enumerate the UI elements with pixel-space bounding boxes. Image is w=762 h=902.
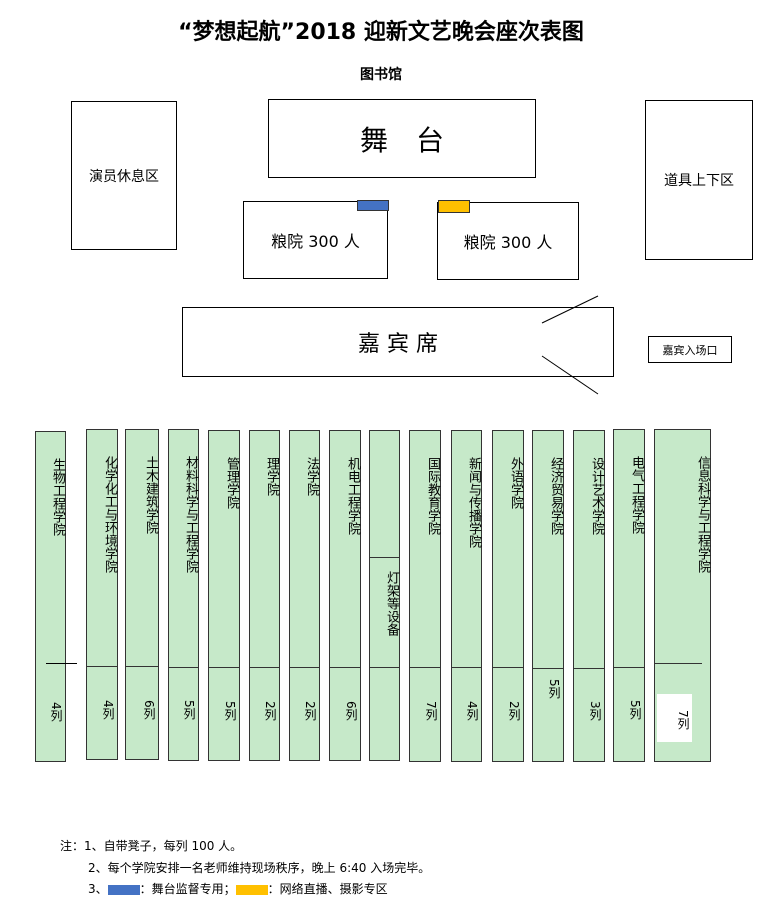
column-count: 7列 [657, 694, 692, 742]
guest-entrance: 嘉宾入场口 [648, 336, 732, 363]
column-count: 5列 [182, 700, 196, 720]
grain-right-label: 粮院 300 人 [463, 233, 553, 252]
grain-left-label: 粮院 300 人 [271, 232, 360, 251]
divider-line [169, 667, 198, 668]
college-name: 化学化工与环境学院 [102, 456, 117, 573]
note-2: 2、每个学院安排一名老师维持现场秩序，晚上 6:40 入场完毕。 [88, 861, 431, 875]
note-3-yellow-text: ：网络直播、摄影专区 [267, 882, 388, 896]
divider-line [87, 666, 117, 667]
divider-line [493, 667, 523, 668]
college-column: 理学院 2列 [249, 430, 280, 761]
column-count: 4列 [49, 702, 63, 722]
divider-line [370, 667, 399, 668]
performer-area-label: 演员休息区 [89, 168, 159, 185]
college-name: 国际教育学院 [425, 457, 440, 535]
college-name: 电气工程学院 [629, 456, 644, 534]
college-column: 土木建筑学院 6列 [125, 429, 159, 760]
column-count: 7列 [424, 701, 438, 721]
college-name: 灯架等设备 [384, 571, 399, 636]
college-name: 信息科学与工程学院 [695, 456, 710, 573]
venue-label: 图书馆 [360, 67, 402, 83]
column-count: 5列 [628, 700, 642, 720]
guest-seats-label: 嘉 宾 席 [358, 332, 438, 357]
guest-seats: 嘉 宾 席 [182, 307, 614, 377]
college-name: 新闻与传播学院 [466, 457, 481, 548]
stage-label: 舞 台 [359, 123, 444, 157]
college-name: 经济贸易学院 [548, 457, 563, 535]
college-name: 土木建筑学院 [143, 456, 158, 534]
column-count: 4列 [465, 701, 479, 721]
grain-section-right: 粮院 300 人 [437, 202, 579, 280]
column-count: 5列 [223, 701, 237, 721]
college-column: 信息科学与工程学院 7列 [654, 429, 711, 762]
performer-rest-area: 演员休息区 [71, 101, 177, 250]
college-column: 生物工程学院 4列 [35, 431, 66, 762]
column-count: 2列 [507, 701, 521, 721]
props-area-label: 道具上下区 [664, 173, 734, 189]
divider-line [46, 663, 77, 664]
divider-line [574, 668, 604, 669]
stage-supervision-marker [357, 200, 389, 211]
note-3: 3、 ：舞台监督专用； ：网络直播、摄影专区 [88, 880, 388, 897]
college-name: 理学院 [264, 457, 279, 496]
college-name: 机电工程学院 [345, 457, 360, 535]
college-column: 外语学院 2列 [492, 430, 524, 762]
broadcast-marker [438, 200, 470, 213]
guest-entrance-label: 嘉宾入场口 [662, 343, 718, 357]
column-count: 2列 [303, 701, 317, 721]
stage: 舞 台 [268, 99, 536, 178]
divider-line [209, 667, 239, 668]
college-column: 国际教育学院 7列 [409, 430, 441, 762]
divider-line [290, 667, 319, 668]
note-3-prefix: 3、 [88, 882, 108, 896]
column-count: 3列 [588, 701, 602, 721]
blue-swatch [107, 884, 140, 895]
column-count: 6列 [142, 700, 156, 720]
college-column: 化学化工与环境学院 4列 [86, 429, 118, 760]
college-column: 机电工程学院 6列 [329, 430, 361, 761]
college-column: 管理学院 5列 [208, 430, 240, 761]
college-name: 法学院 [304, 457, 319, 496]
college-name: 管理学院 [224, 457, 239, 509]
divider-line [655, 663, 702, 664]
divider-line [370, 557, 399, 558]
column-count: 2列 [263, 701, 277, 721]
college-name: 生物工程学院 [50, 458, 65, 536]
divider-line [410, 667, 440, 668]
college-column: 新闻与传播学院 4列 [451, 430, 482, 762]
column-count: 6列 [344, 701, 358, 721]
divider-line [330, 667, 360, 668]
college-column: 设计艺术学院 3列 [573, 430, 605, 762]
college-column: 材料科学与工程学院 5列 [168, 429, 199, 761]
college-name: 外语学院 [508, 457, 523, 509]
column-count: 5列 [547, 679, 561, 699]
college-column: 法学院 2列 [289, 430, 320, 761]
divider-line [533, 668, 563, 669]
college-column: 电气工程学院 5列 [613, 429, 645, 762]
yellow-swatch [235, 884, 268, 895]
props-area: 道具上下区 [645, 100, 753, 260]
note-1: 注：1、自带凳子，每列 100 人。 [60, 839, 243, 853]
college-column: 经济贸易学院 5列 [532, 430, 564, 762]
divider-line [614, 667, 644, 668]
college-name: 材料科学与工程学院 [183, 456, 198, 573]
page-title: “梦想起航”2018 迎新文艺晚会座次表图 [178, 20, 584, 45]
column-count: 4列 [101, 700, 115, 720]
divider-line [452, 667, 481, 668]
note-3-blue-text: ：舞台监督专用； [139, 882, 236, 896]
college-name: 设计艺术学院 [589, 457, 604, 535]
divider-line [250, 667, 279, 668]
entrance-lines [541, 295, 599, 395]
college-column: 灯架等设备 [369, 430, 400, 761]
divider-line [126, 666, 158, 667]
grain-section-left: 粮院 300 人 [243, 201, 388, 279]
